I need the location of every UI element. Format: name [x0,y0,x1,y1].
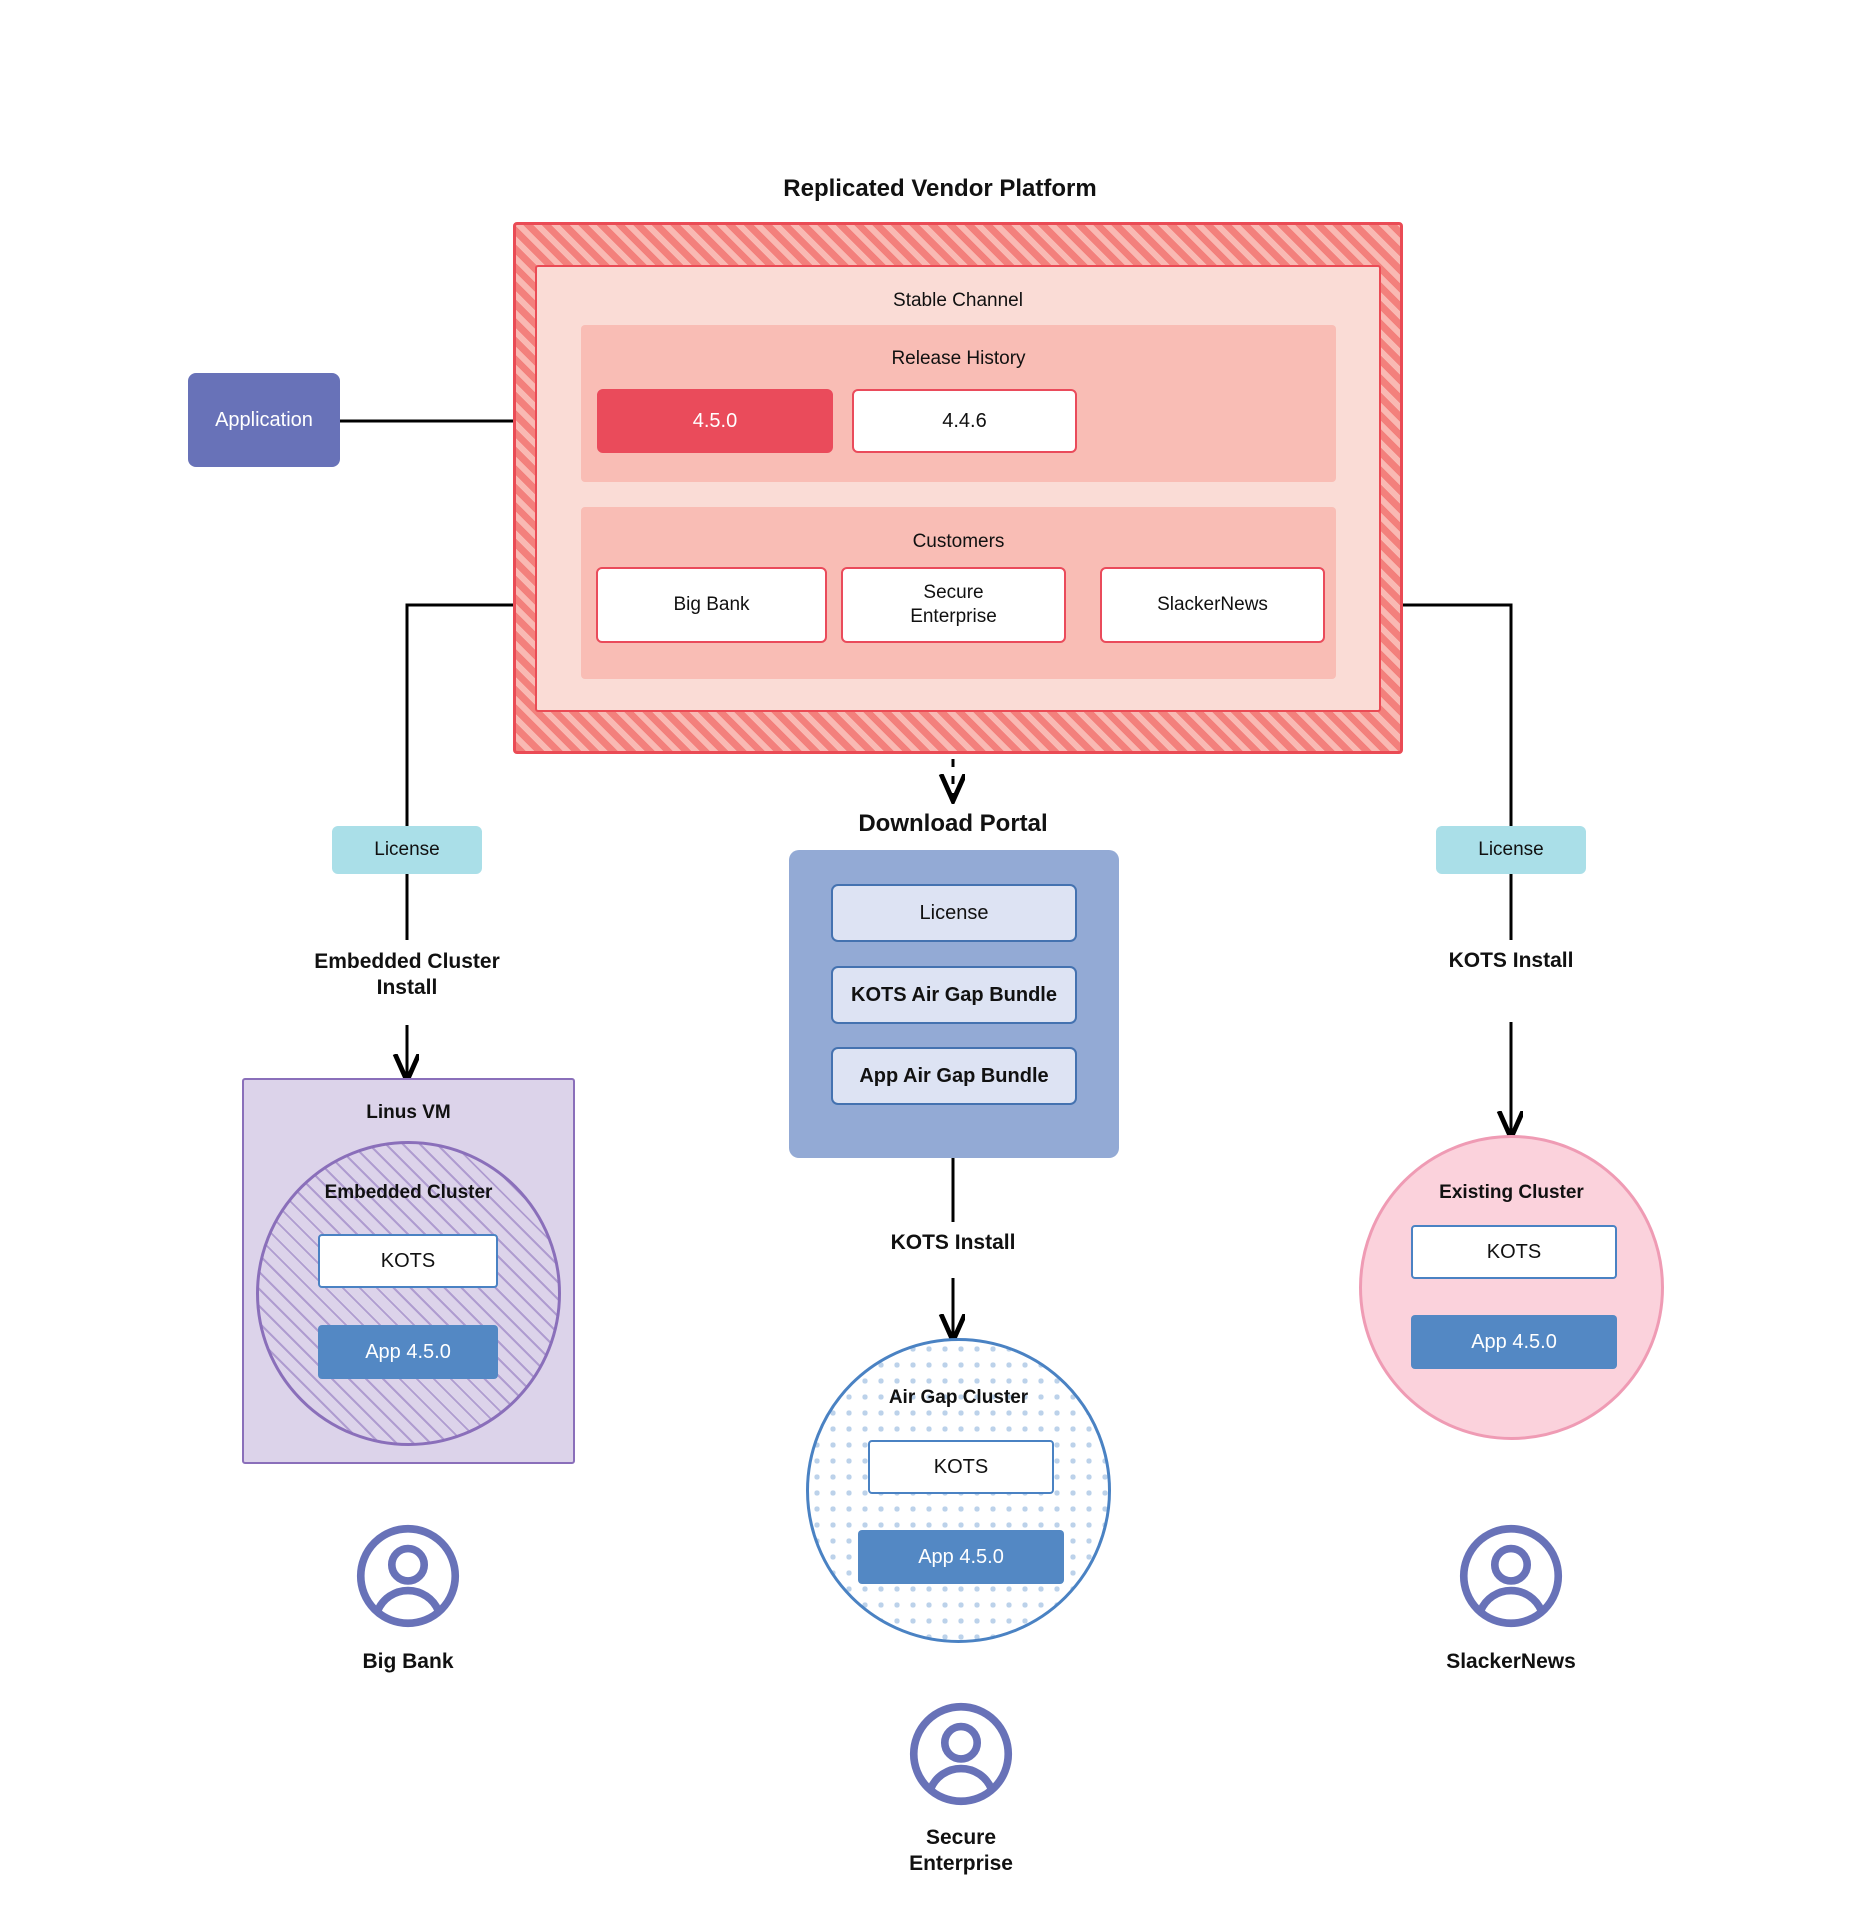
end-user-label-slackernews: SlackerNews [1446,1649,1576,1673]
install-label-center: KOTS Install [890,1230,1016,1254]
kots-box-center[interactable]: KOTS [868,1440,1054,1494]
portal-item-kots-airgap-bundle[interactable]: KOTS Air Gap Bundle [831,966,1077,1024]
air-gap-cluster-label: Air Gap Cluster [888,1387,1029,1409]
customer-box-big-bank[interactable]: Big Bank [596,567,827,643]
end-user-label-secure-enterprise: Secure Enterprise [909,1825,1013,1875]
user-icon [356,1524,460,1628]
kots-box-right[interactable]: KOTS [1411,1225,1617,1279]
customers-label: Customers [912,531,1005,553]
kots-box-left[interactable]: KOTS [318,1234,498,1288]
release-item-previous[interactable]: 4.4.6 [852,389,1077,453]
release-history-label: Release History [891,348,1026,370]
customer-box-slackernews[interactable]: SlackerNews [1100,567,1325,643]
release-item-current[interactable]: 4.5.0 [597,389,833,453]
existing-cluster-label: Existing Cluster [1439,1182,1584,1204]
end-user-label-big-bank: Big Bank [362,1649,454,1673]
stable-channel-label: Stable Channel [893,290,1023,312]
user-icon [909,1702,1013,1806]
platform-title: Replicated Vendor Platform [783,175,1097,202]
user-icon [1459,1524,1563,1628]
license-chip-left[interactable]: License [332,826,482,874]
embedded-cluster-circle [256,1141,561,1446]
install-label-left: Embedded Cluster Install [314,949,500,999]
linus-vm-label: Linus VM [366,1102,451,1124]
customer-box-secure-enterprise[interactable]: Secure Enterprise [841,567,1066,643]
avatar-big-bank [354,1522,462,1630]
license-chip-right[interactable]: License [1436,826,1586,874]
app-version-box-left[interactable]: App 4.5.0 [318,1325,498,1379]
download-portal-title: Download Portal [858,810,1048,837]
existing-cluster-circle [1359,1135,1664,1440]
avatar-slackernews [1457,1522,1565,1630]
install-label-right: KOTS Install [1448,948,1574,972]
embedded-cluster-label: Embedded Cluster [324,1182,493,1204]
app-version-box-center[interactable]: App 4.5.0 [858,1530,1064,1584]
application-box[interactable]: Application [188,373,340,467]
portal-item-license[interactable]: License [831,884,1077,942]
app-version-box-right[interactable]: App 4.5.0 [1411,1315,1617,1369]
portal-item-app-airgap-bundle[interactable]: App Air Gap Bundle [831,1047,1077,1105]
avatar-secure-enterprise [907,1700,1015,1808]
